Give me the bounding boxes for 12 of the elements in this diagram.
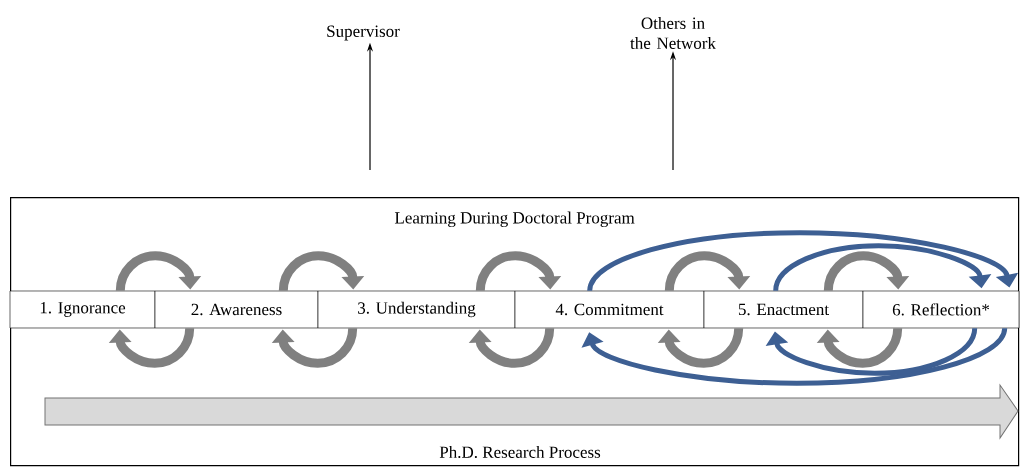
loop-arrow [773,243,992,292]
text-label: Supervisor [327,25,400,41]
stage-box: 4. Commitment [514,290,705,329]
text-label: Others in the Network [630,17,716,49]
loop-arrow [765,327,978,376]
stage-box: 5. Enactment [703,290,864,329]
stage-box: 6. Reflection* [862,290,1020,329]
loop-arrow [587,230,1019,292]
stage-box: 2. Awareness [154,290,319,329]
stage-box: 3. Understanding [317,290,516,329]
stage-box: 1. Ignorance [9,290,156,329]
process-label: Ph.D. Research Process [439,446,601,458]
